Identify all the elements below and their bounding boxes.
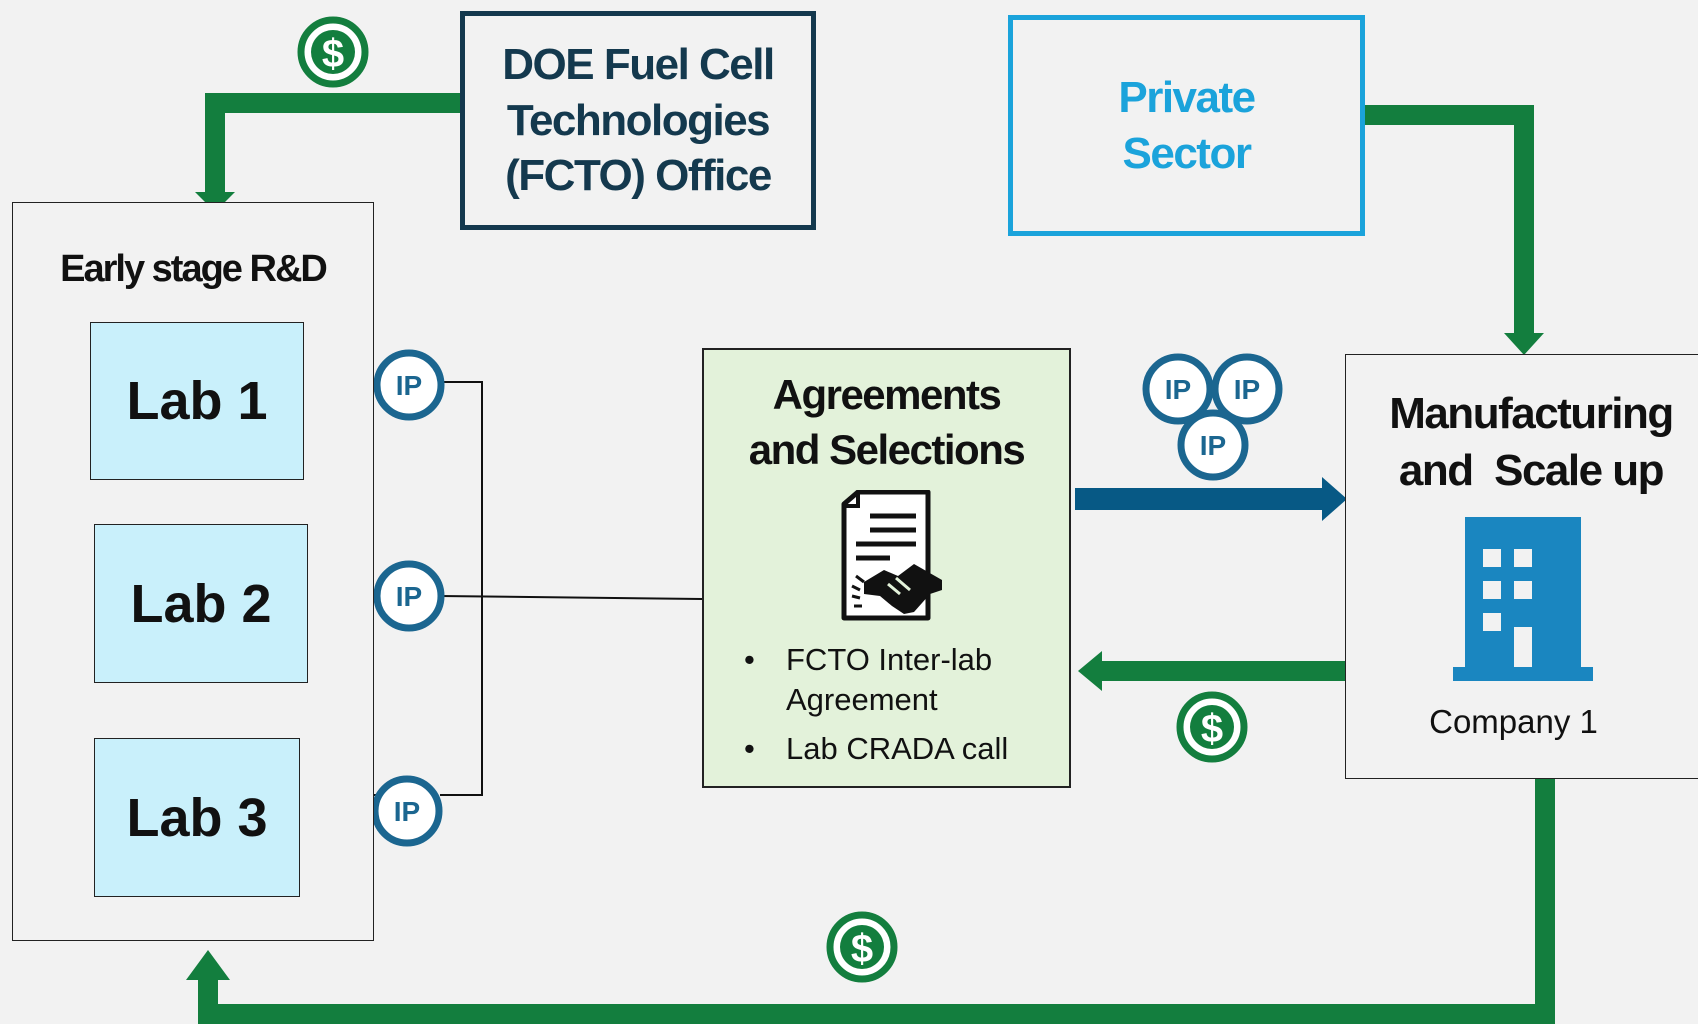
dollar-symbol: $ xyxy=(851,927,873,971)
agreement-item-1: FCTO Inter-lab Agreement xyxy=(786,642,993,718)
contract-handshake-icon xyxy=(841,490,942,621)
ip-label: IP xyxy=(394,796,420,827)
company-label: Company 1 xyxy=(1429,703,1598,740)
early-stage-rd-title: Early stage R&D xyxy=(60,248,328,290)
lab-2-box: Lab 2 xyxy=(94,524,308,683)
dollar-badge-return: $ xyxy=(830,915,894,979)
ip-badge-cluster-right: IP xyxy=(1215,357,1279,421)
agreements-list: • FCTO Inter-lab Agreement • Lab CRADA c… xyxy=(744,640,1008,777)
agreements-title: Agreements and Selections xyxy=(704,368,1069,477)
private-sector-line-1: Private xyxy=(1118,72,1256,122)
lab-1-box: Lab 1 xyxy=(90,322,304,480)
doe-office-line-1: DOE Fuel Cell xyxy=(502,39,775,89)
ip-label: IP xyxy=(1200,430,1226,461)
manufacturing-title: Manufacturing and Scale up xyxy=(1346,385,1698,499)
ip-label: IP xyxy=(1165,374,1191,405)
doe-office-line-3: (FCTO) Office xyxy=(505,151,772,201)
dollar-badge-payment: $ xyxy=(1180,695,1244,759)
ip-badge-cluster: IP IP IP xyxy=(1146,357,1279,477)
ip-badge-lab1: IP xyxy=(377,353,441,417)
manufacturing-title-line-2: and Scale up xyxy=(1398,446,1665,496)
doe-office-line-2: Technologies xyxy=(506,95,771,145)
agreements-list-item: • FCTO Inter-lab Agreement xyxy=(744,640,1008,721)
bullet-icon: • xyxy=(744,642,755,677)
private-sector-box: Private Sector xyxy=(1008,15,1365,236)
doe-funding-arrow xyxy=(195,93,461,212)
return-funding-arrow xyxy=(186,779,1555,1024)
ip-badge-cluster-bottom: IP xyxy=(1181,413,1245,477)
manufacturing-title-line-1: Manufacturing xyxy=(1389,389,1674,438)
ip-badge-cluster-left: IP xyxy=(1146,357,1210,421)
ip-transfer-arrow xyxy=(1075,477,1347,521)
dollar-symbol: $ xyxy=(322,32,344,76)
ip-label: IP xyxy=(396,581,422,612)
manufacturing-scale-up-box: Manufacturing and Scale up Company 1 xyxy=(1345,354,1698,779)
dollar-symbol: $ xyxy=(1201,707,1223,751)
agreements-title-line-1: Agreements xyxy=(772,371,1002,418)
ip-label: IP xyxy=(396,370,422,401)
doe-fcto-office-box: DOE Fuel Cell Technologies (FCTO) Office xyxy=(460,11,816,230)
ip-label: IP xyxy=(1234,374,1260,405)
ip-badge-lab2: IP xyxy=(377,564,441,628)
agreement-item-2: Lab CRADA call xyxy=(786,730,1009,766)
dollar-badge-doe: $ xyxy=(301,20,365,84)
building-icon xyxy=(1453,517,1593,681)
bullet-icon: • xyxy=(744,730,755,766)
agreements-list-item: • Lab CRADA call xyxy=(744,729,1008,769)
payment-arrow xyxy=(1078,651,1347,691)
private-sector-line-2: Sector xyxy=(1122,128,1252,178)
agreements-title-line-2: and Selections xyxy=(748,425,1026,473)
ip-badge-lab3: IP xyxy=(375,779,439,843)
lab-3-box: Lab 3 xyxy=(94,738,300,897)
agreements-selections-box: Agreements and Selections • FCTO Inter-l… xyxy=(702,348,1071,788)
private-sector-arrow xyxy=(1363,105,1544,355)
